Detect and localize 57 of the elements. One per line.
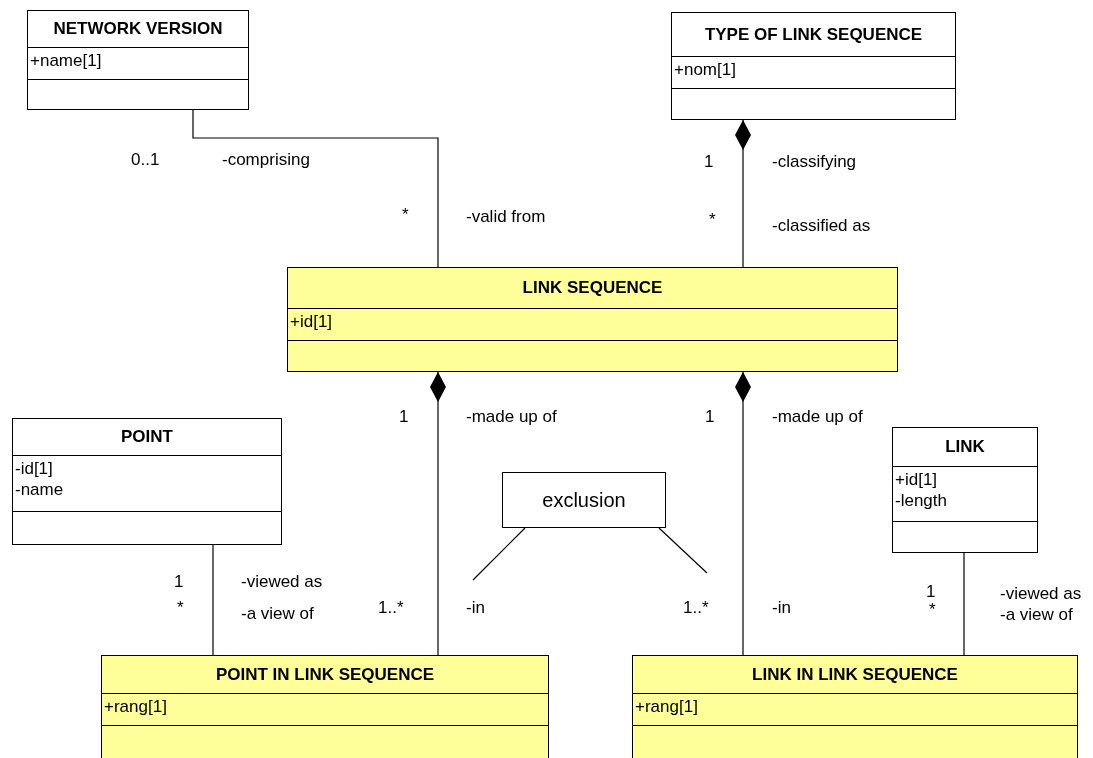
class-name: POINT	[121, 427, 173, 447]
multiplicity-label: 1	[704, 152, 714, 172]
class-name: LINK IN LINK SEQUENCE	[752, 664, 958, 685]
composition-line	[430, 371, 446, 656]
role-name-label: -in	[772, 598, 791, 618]
multiplicity-label: 0..1	[131, 150, 160, 170]
role-name-label: -made up of	[772, 407, 863, 427]
attribute-text: +rang[1]	[635, 696, 699, 717]
multiplicity-label: 1	[174, 572, 184, 592]
composition-line	[735, 371, 751, 656]
constraint-line	[472, 527, 526, 581]
class-box	[27, 10, 249, 110]
class-box	[892, 427, 1038, 553]
multiplicity-label: 1..*	[683, 598, 709, 618]
association-line	[212, 544, 214, 656]
attribute-text: -id[1]	[15, 458, 54, 479]
class-name: TYPE OF LINK SEQUENCE	[704, 24, 923, 45]
role-name-label: -viewed as	[1000, 584, 1082, 604]
class-box	[12, 418, 282, 545]
role-name-label: -classified as	[772, 216, 871, 236]
multiplicity-label: 1	[399, 407, 409, 427]
attribute-text: -name	[15, 479, 65, 500]
role-name-label: -a view of	[1000, 605, 1073, 625]
attribute-text: +name[1]	[30, 50, 103, 71]
role-name-label: -classifying	[772, 152, 857, 172]
multiplicity-label: *	[402, 205, 409, 225]
class-box	[632, 655, 1078, 758]
role-name-label: -made up of	[466, 407, 557, 427]
class-name: NETWORK VERSION	[53, 19, 223, 39]
constraint-box	[502, 472, 666, 528]
class-name: LINK SEQUENCE	[522, 278, 663, 298]
attribute-text: -length	[895, 490, 948, 511]
multiplicity-label: *	[177, 598, 184, 618]
attribute-text: +id[1]	[290, 311, 334, 332]
class-box	[671, 12, 956, 120]
class-box	[101, 655, 549, 758]
role-name-label: -valid from	[466, 207, 546, 227]
role-name-label: -viewed as	[241, 572, 323, 592]
attribute-text: +id[1]	[895, 469, 939, 490]
role-name-label: -comprising	[222, 150, 310, 170]
constraint-text: exclusion	[542, 488, 626, 512]
composition-line	[735, 119, 751, 268]
association-line	[192, 109, 439, 268]
class-name: LINK	[945, 437, 985, 457]
attribute-text: +nom[1]	[674, 59, 737, 80]
role-name-label: -a view of	[241, 604, 314, 624]
constraint-line	[658, 527, 708, 574]
association-line	[963, 552, 965, 656]
attribute-text: +rang[1]	[104, 696, 168, 717]
multiplicity-label: *	[929, 600, 936, 620]
multiplicity-label: *	[709, 210, 716, 230]
multiplicity-label: 1	[926, 582, 936, 602]
multiplicity-label: 1	[705, 407, 715, 427]
multiplicity-label: 1..*	[378, 598, 404, 618]
role-name-label: -in	[466, 598, 485, 618]
class-box	[287, 267, 898, 372]
class-name: POINT IN LINK SEQUENCE	[215, 664, 435, 685]
